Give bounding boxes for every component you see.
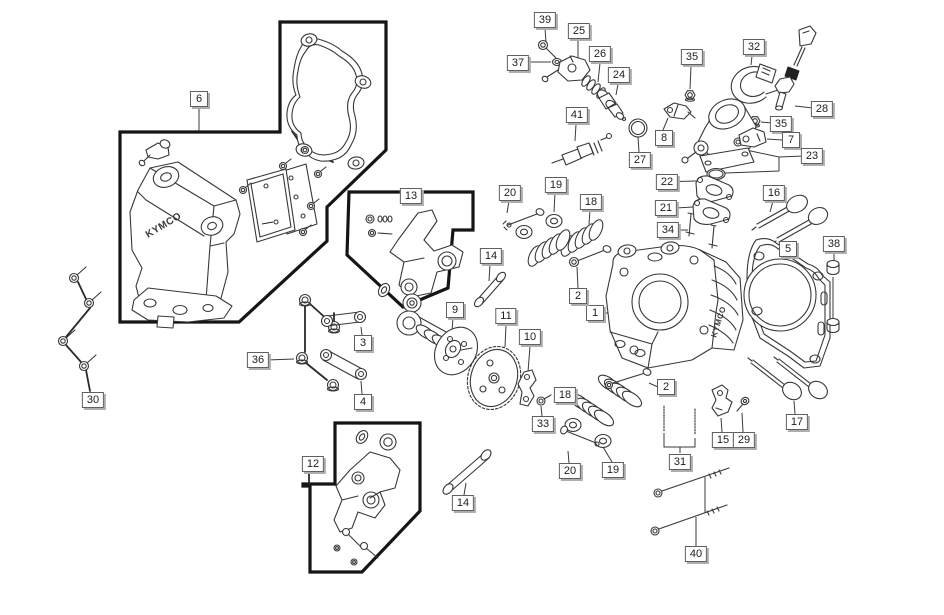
screw-39: [537, 39, 559, 61]
callout-24: 24: [607, 67, 631, 83]
breather-nipple: [138, 139, 171, 167]
screw-29: [736, 396, 750, 412]
head-gasket-5: [743, 237, 831, 369]
valve-spring-set-upper: [502, 208, 612, 268]
rocker-arm-assembly-12: [333, 430, 401, 566]
cylinder-head-1: KYMCO: [605, 241, 744, 369]
bracket-15: [711, 384, 733, 417]
injector-holder-25: [541, 55, 591, 83]
callout-15: 15: [711, 432, 735, 448]
valve-cover-flange: [131, 287, 233, 323]
callout-3: 3: [354, 335, 372, 351]
screw-2-lower: [604, 368, 652, 390]
callout-16: 16: [762, 185, 786, 201]
caps-38: [826, 259, 840, 334]
cover-bolts-30: [57, 266, 102, 372]
callout-26: 26: [588, 46, 612, 62]
valve-cover-gasket: [286, 33, 372, 170]
valve-cover: KYMCO: [129, 139, 241, 329]
callout-4: 4: [354, 394, 372, 410]
callout-30: 30: [81, 392, 105, 408]
screw-33: [536, 394, 552, 406]
callout-22: 22: [655, 174, 679, 190]
callout-2-lower: 2: [657, 379, 675, 395]
link-rod-4: [319, 348, 368, 381]
screw-2-upper: [568, 245, 612, 268]
callout-5: 5: [779, 241, 797, 257]
dowel-pin-14-upper: [473, 271, 507, 308]
group-outline-6: [118, 20, 388, 324]
callout-1: 1: [586, 305, 604, 321]
callout-9: 9: [446, 302, 464, 318]
callout-28: 28: [810, 101, 834, 117]
camshaft-9: [396, 310, 479, 376]
tensioner-plate-10: [517, 369, 537, 407]
callout-38: 38: [822, 236, 846, 252]
callout-40: 40: [684, 546, 708, 562]
callout-8: 8: [655, 130, 673, 146]
nut-35-upper: [684, 90, 696, 102]
valve-spring-set-lower: [560, 368, 652, 449]
callout-19-lower: 19: [601, 462, 625, 478]
callout-17: 17: [785, 414, 809, 430]
callout-13: 13: [399, 188, 423, 204]
studs-34: [685, 212, 718, 249]
o-ring-27: [628, 118, 648, 138]
breather-plates: [238, 145, 327, 243]
studs-40: [650, 467, 730, 536]
callout-leader-lines: [65, 27, 835, 546]
insulator-22: [695, 175, 734, 202]
dowel-pin-14-lower: [442, 449, 492, 495]
cam-sprocket-11: [466, 345, 522, 411]
screw-20-lower: [560, 425, 600, 447]
callout-34: 34: [656, 222, 680, 238]
callout-18-lower: 18: [553, 387, 577, 403]
studs-31: [663, 405, 696, 436]
valves-16: [751, 194, 829, 245]
callout-18-upper: 18: [579, 194, 603, 210]
valves-17: [747, 356, 828, 401]
sensor-8: [663, 102, 696, 120]
callout-10: 10: [518, 329, 542, 345]
temp-sensor-28: [774, 25, 817, 111]
callout-29: 29: [732, 432, 756, 448]
throttle-body-23: [681, 98, 757, 181]
callout-23: 23: [800, 148, 824, 164]
bracket-7: [738, 127, 767, 148]
callout-33: 33: [531, 416, 555, 432]
callout-27: 27: [628, 152, 652, 168]
callout-25: 25: [567, 23, 591, 39]
group-outline-12: [301, 421, 422, 574]
callout-20-upper: 20: [498, 185, 522, 201]
callout-11: 11: [495, 308, 517, 324]
callout-19-upper: 19: [544, 177, 568, 193]
link-rod-3: [320, 310, 367, 328]
callout-35-right: 35: [769, 116, 793, 132]
callout-14-lower: 14: [451, 495, 475, 511]
callout-14-upper: 14: [479, 248, 503, 264]
lock-nuts-36: [295, 293, 341, 392]
callout-12: 12: [301, 456, 325, 472]
callout-20-lower: 20: [558, 463, 582, 479]
callout-21: 21: [654, 200, 678, 216]
callout-41: 41: [565, 107, 589, 123]
callout-6: 6: [190, 91, 208, 107]
screw-20-upper: [502, 208, 545, 231]
callout-35-upper: 35: [680, 49, 704, 65]
callout-36: 36: [246, 352, 270, 368]
callout-39: 39: [533, 12, 557, 28]
callout-2-upper: 2: [569, 288, 587, 304]
clamp-32: [730, 63, 779, 104]
spark-plug-41: [551, 132, 613, 166]
fuel-injector-24: [596, 89, 627, 122]
gasket-21: [692, 198, 731, 225]
plate-screws: [238, 145, 327, 237]
rocker-arm-assembly-13: [365, 209, 464, 313]
callout-31: 31: [668, 454, 692, 470]
callout-7: 7: [782, 132, 800, 148]
callout-32: 32: [742, 39, 766, 55]
callout-37: 37: [506, 55, 530, 71]
